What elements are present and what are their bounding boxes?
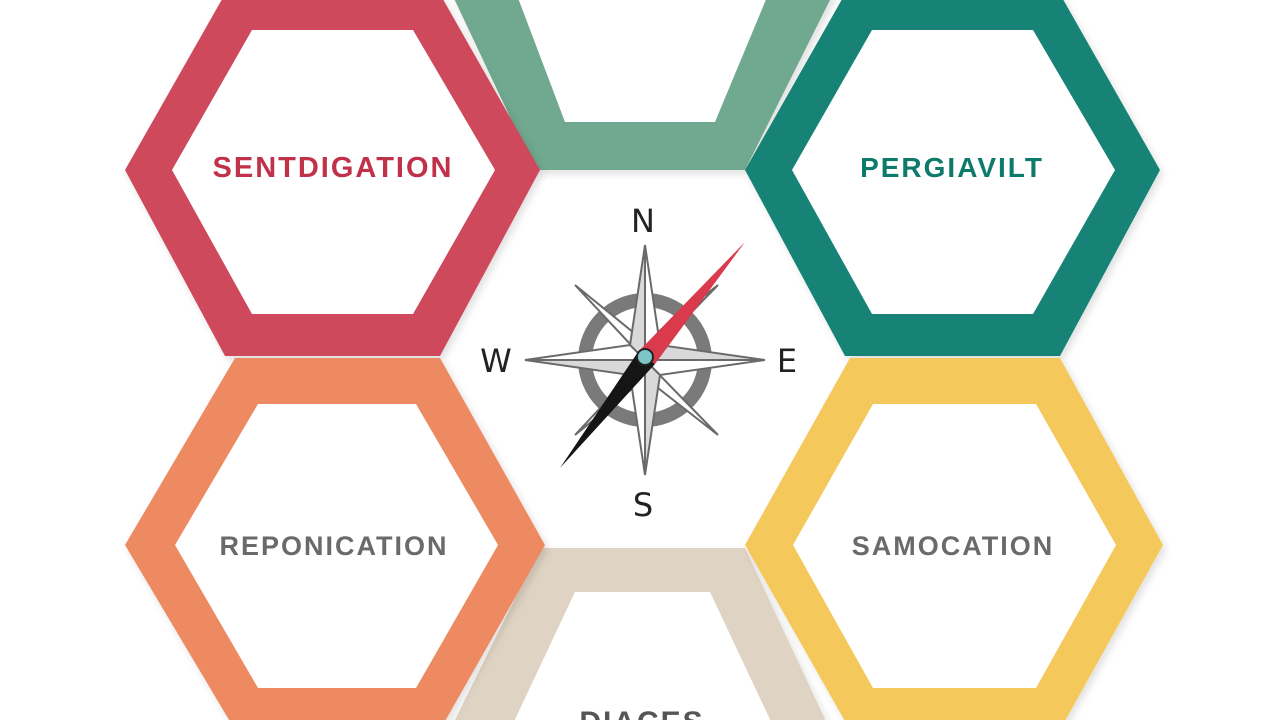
compass-west-label: W <box>480 342 512 380</box>
hexagon-top-right-label: PERGIAVILT <box>860 152 1044 183</box>
compass-east-label: E <box>777 342 797 380</box>
compass-needle-north <box>638 242 745 364</box>
hexagon-top-middle <box>454 0 830 170</box>
hexagon-bottom-left-inner <box>175 404 498 688</box>
hexagon-top-left: SENTDIGATION <box>125 0 540 356</box>
hexagon-top-middle-inner <box>518 0 766 122</box>
hexagon-top-right: PERGIAVILT <box>745 0 1160 356</box>
hexagon-top-left-inner <box>172 30 495 314</box>
compass-south-label: S <box>633 486 653 524</box>
hexagon-bottom-right-inner <box>793 404 1116 688</box>
compass-hub <box>636 348 654 366</box>
hexagon-bottom-left-label: REPONICATION <box>219 531 448 561</box>
compass: N S W E <box>480 202 797 524</box>
hexagon-bottom-middle: DIACES <box>454 548 826 720</box>
compass-north-label: N <box>631 202 655 240</box>
compass-needle-south <box>560 352 655 468</box>
hexagon-top-right-inner <box>792 30 1115 314</box>
hexagon-bottom-middle-inner <box>514 592 771 720</box>
hexagon-top-left-label: SENTDIGATION <box>213 152 454 184</box>
compass-star <box>524 244 766 476</box>
hexagon-bottom-left: REPONICATION <box>125 358 545 720</box>
hexagon-bottom-right: SAMOCATION <box>745 358 1163 720</box>
hexagon-bottom-right-label: SAMOCATION <box>852 531 1055 561</box>
hexagon-bottom-middle-label: DIACES <box>579 706 704 720</box>
